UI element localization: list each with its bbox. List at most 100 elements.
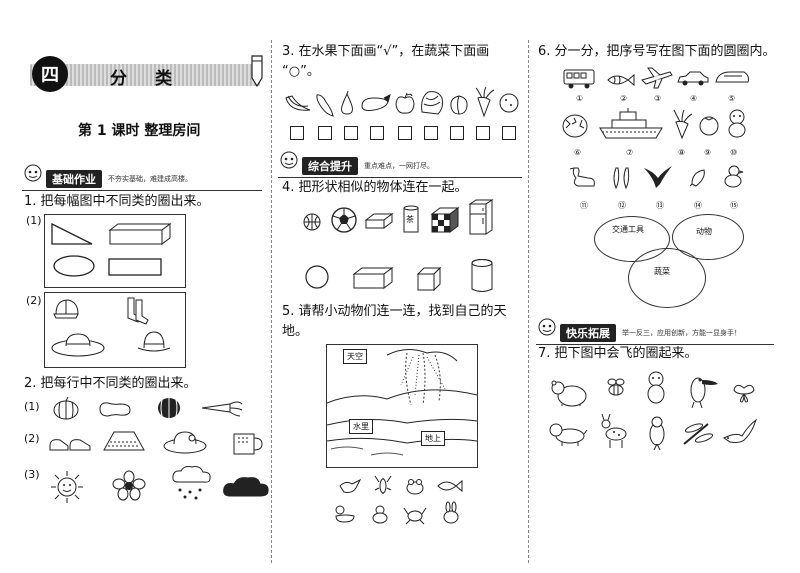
unit-title: 分类 [110,69,200,89]
flower-hat-icon [163,431,207,454]
orange-icon [499,93,519,113]
section-improve-header: 综合提升 重点难点，一网打尽。 [278,151,522,178]
landscape-illustration [327,349,477,456]
ship-icon [599,108,663,139]
q6-text: 6. 分一分，把序号写在图下面的圆圈内。 [538,44,776,59]
turnip-icon [673,109,693,140]
checkered-cube-icon [430,207,460,233]
airplane-icon [641,67,673,89]
q6-number-5: ⑤ [728,94,736,103]
answer-box-4[interactable] [370,126,384,140]
answer-box-6[interactable] [424,126,438,140]
sun-hat-icon [51,333,105,357]
lobster-icon [374,475,392,494]
q6-number-15: ⑮ [730,201,738,210]
fish-icon [437,479,463,493]
answer-box-2[interactable] [318,126,332,140]
pencil-icon [251,55,263,88]
dark-cloud-icon [223,477,269,497]
tea-can-label: 茶 [406,215,414,224]
q6-number-3: ③ [654,94,662,103]
animal-circle[interactable] [672,214,744,260]
banana-icon [285,95,311,111]
section-improve-label: 综合提升 [302,157,358,175]
cube-shape-icon [416,266,442,292]
butterfly-icon [733,384,755,403]
mug-icon [233,433,263,455]
frog-icon [406,479,424,495]
q6-number-7: ⑦ [626,148,634,157]
section-basic-header: 基础作业 不夯实基础，难建成高楼。 [22,164,262,191]
fish-icon [607,73,635,87]
section-extend-note: 举一反三，应用创新，方能一显身手！ [622,329,741,337]
q6-number-9: ⑨ [704,148,712,157]
pumpkin-icon [53,396,79,420]
bowler-hat-icon [137,331,171,352]
answer-box-7[interactable] [450,126,464,140]
column-divider-left [271,40,272,563]
column-divider-right [528,40,529,563]
monkey-icon [728,109,746,138]
q5-text-line2: 地。 [282,324,309,339]
monkey-icon [647,371,665,404]
vegetable-circle[interactable] [628,248,706,308]
transport-circle-label: 交通工具 [612,225,644,234]
flower-icon [112,470,146,501]
carrot-bunch-icon [201,401,243,417]
answer-box-9[interactable] [502,126,516,140]
rectangle-icon [108,258,162,276]
unit-title-bar [30,64,260,86]
car-icon [677,71,709,86]
rabbit-icon [443,501,459,524]
basketball-icon [303,213,321,231]
ellipse-icon [53,255,95,277]
unit-number-badge: 四 [32,56,68,92]
sphere-shape-icon [305,265,329,289]
cylinder-shape-icon [471,259,493,292]
swallow-icon [644,166,672,188]
dog-icon [549,423,588,446]
mascot-icon [280,151,298,169]
q6-number-13: ⑬ [656,201,664,210]
chick-icon [724,165,744,188]
q6-number-8: ⑧ [678,148,686,157]
q6-number-1: ① [576,94,584,103]
apple-icon [395,92,415,114]
chick-icon [372,505,388,524]
deer-icon [601,413,627,448]
q1-part2-box [44,292,186,368]
q2-row3-label: (3) [24,468,40,481]
chili-peppers-icon [613,167,630,190]
shoes-icon [49,439,91,451]
cuboid-shape-icon [352,267,394,289]
q6-number-11: ⑪ [580,201,588,210]
q6-number-12: ⑫ [618,201,626,210]
habitat-scene: 天空 水里 地上 [326,344,478,468]
triangle-icon [51,222,93,245]
tomato-icon [699,116,719,136]
land-label: 地上 [421,431,445,446]
q6-number-14: ⑭ [694,201,702,210]
section-basic-note: 不夯实基础，难建成高楼。 [108,175,192,183]
q3-text-line2: “○”。 [282,64,320,79]
bird-icon [339,478,362,493]
rain-cloud-icon [172,466,211,500]
eggplant-icon [361,94,391,111]
corn-icon [689,169,705,187]
mascot-icon [24,164,42,182]
section-extend-header: 快乐拓展 举一反三，应用创新，方能一显身手！ [536,318,774,345]
train-icon [715,71,749,83]
radish-icon [475,86,495,118]
pear-icon [341,90,353,115]
toucan-icon [690,377,718,409]
transport-circle[interactable] [594,216,670,262]
q1-part1-box [44,214,186,288]
answer-box-1[interactable] [290,126,304,140]
q5-text-line1: 5. 请帮小动物们连一连，找到自己的天 [282,304,507,319]
answer-box-8[interactable] [476,126,490,140]
answer-box-5[interactable] [398,126,412,140]
cap-icon [53,299,79,319]
dove-icon [723,418,757,443]
answer-box-3[interactable] [344,126,358,140]
eraser-icon [364,213,394,229]
